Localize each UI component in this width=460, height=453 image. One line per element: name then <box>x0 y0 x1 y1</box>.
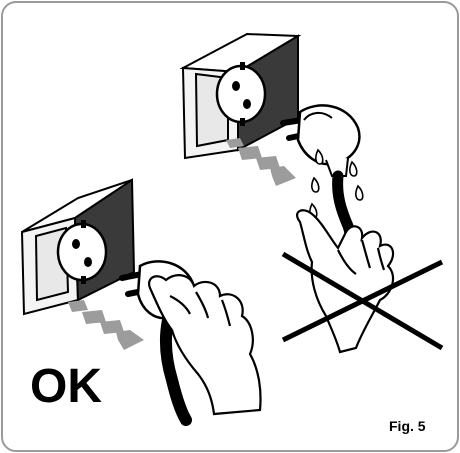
figure-caption: Fig. 5 <box>389 418 426 434</box>
ok-label: OK <box>30 363 102 411</box>
